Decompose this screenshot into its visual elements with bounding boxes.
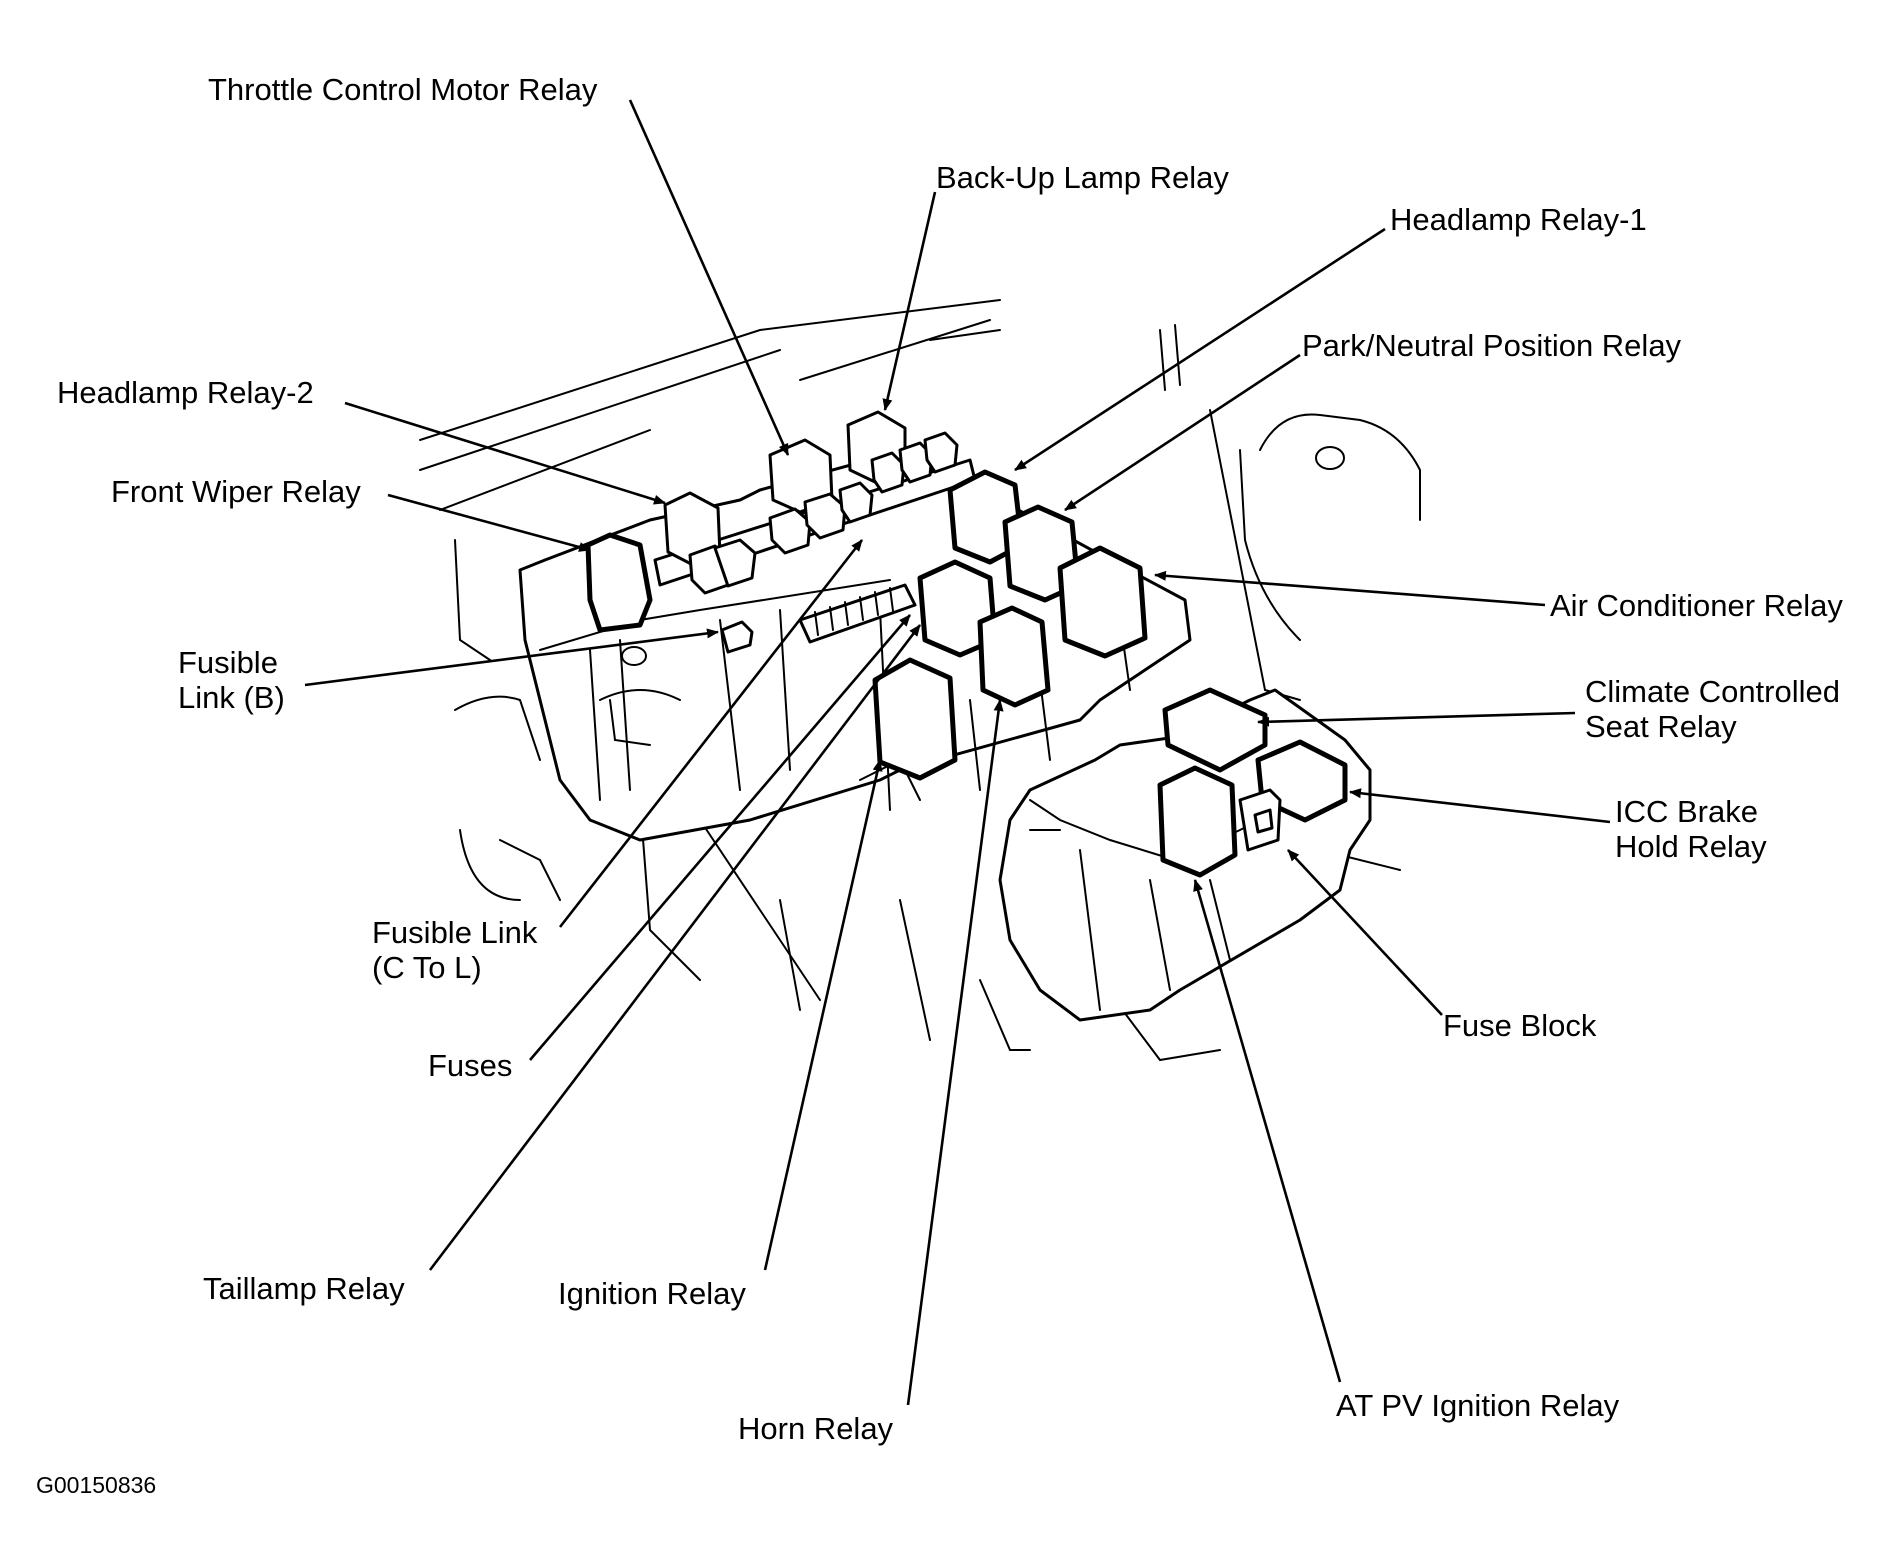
leader-park-neutral-position-relay <box>1064 353 1301 512</box>
label-throttle-control-motor-relay: Throttle Control Motor Relay <box>208 72 598 107</box>
leader-icc-brake-hold-relay <box>1349 788 1611 824</box>
label-at-pv-ignition-relay: AT PV Ignition Relay <box>1336 1388 1620 1423</box>
leader-taillamp-relay <box>428 624 922 1271</box>
fuse-block-body <box>998 687 1372 1022</box>
label-horn-relay: Horn Relay <box>738 1411 894 1446</box>
label-fuses: Fuses <box>428 1048 513 1083</box>
label-headlamp-relay-1: Headlamp Relay-1 <box>1390 202 1647 237</box>
label-fusible-link-c-to-l-line-2: (C To L) <box>372 950 482 985</box>
leader-fuse-block <box>1287 849 1443 1016</box>
label-climate-controlled-seat-relay-line-2: Seat Relay <box>1585 709 1737 744</box>
relays-main-box <box>585 410 1148 781</box>
label-fusible-link-c-to-l: Fusible Link (C To L) <box>372 915 537 985</box>
background-lines <box>419 299 1421 1062</box>
label-back-up-lamp-relay: Back-Up Lamp Relay <box>936 160 1229 195</box>
label-front-wiper-relay: Front Wiper Relay <box>111 474 361 509</box>
leader-air-conditioner-relay <box>1154 570 1546 607</box>
label-fusible-link-b-line-1: Fusible <box>178 645 278 680</box>
label-taillamp-relay: Taillamp Relay <box>203 1271 405 1306</box>
leader-ignition-relay <box>763 759 883 1271</box>
label-icc-brake-hold-relay-line-2: Hold Relay <box>1615 829 1767 864</box>
label-climate-controlled-seat-relay: Climate Controlled Seat Relay <box>1585 674 1840 744</box>
label-fuse-block: Fuse Block <box>1443 1008 1597 1043</box>
label-park-neutral-position-relay: Park/Neutral Position Relay <box>1302 328 1682 363</box>
fuse-row <box>798 583 917 644</box>
leader-lines <box>304 99 1611 1406</box>
label-headlamp-relay-2: Headlamp Relay-2 <box>57 375 314 410</box>
leader-climate-controlled-seat-relay <box>1257 711 1576 727</box>
label-icc-brake-hold-relay: ICC Brake Hold Relay <box>1615 794 1767 864</box>
label-fusible-link-c-to-l-line-1: Fusible Link <box>372 915 538 950</box>
leader-back-up-lamp-relay <box>882 191 937 411</box>
leader-front-wiper-relay <box>387 493 591 552</box>
label-fusible-link-b: Fusible Link (B) <box>178 645 285 715</box>
leader-throttle-control-motor-relay <box>628 99 790 456</box>
leader-horn-relay <box>906 699 1004 1406</box>
leader-at-pv-ignition-relay <box>1193 879 1342 1383</box>
label-icc-brake-hold-relay-line-1: ICC Brake <box>1615 794 1758 829</box>
label-ignition-relay: Ignition Relay <box>558 1276 746 1311</box>
leader-headlamp-relay-1 <box>1014 227 1386 472</box>
leader-fusible-link-b <box>304 628 719 687</box>
label-climate-controlled-seat-relay-line-1: Climate Controlled <box>1585 674 1840 709</box>
label-fusible-link-b-line-2: Link (B) <box>178 680 285 715</box>
leader-fuses <box>529 614 911 1061</box>
leader-fusible-link-c-to-l <box>558 539 864 928</box>
label-air-conditioner-relay: Air Conditioner Relay <box>1550 588 1843 623</box>
leader-headlamp-relay-2 <box>344 401 666 505</box>
figure-id: G00150836 <box>36 1472 157 1498</box>
